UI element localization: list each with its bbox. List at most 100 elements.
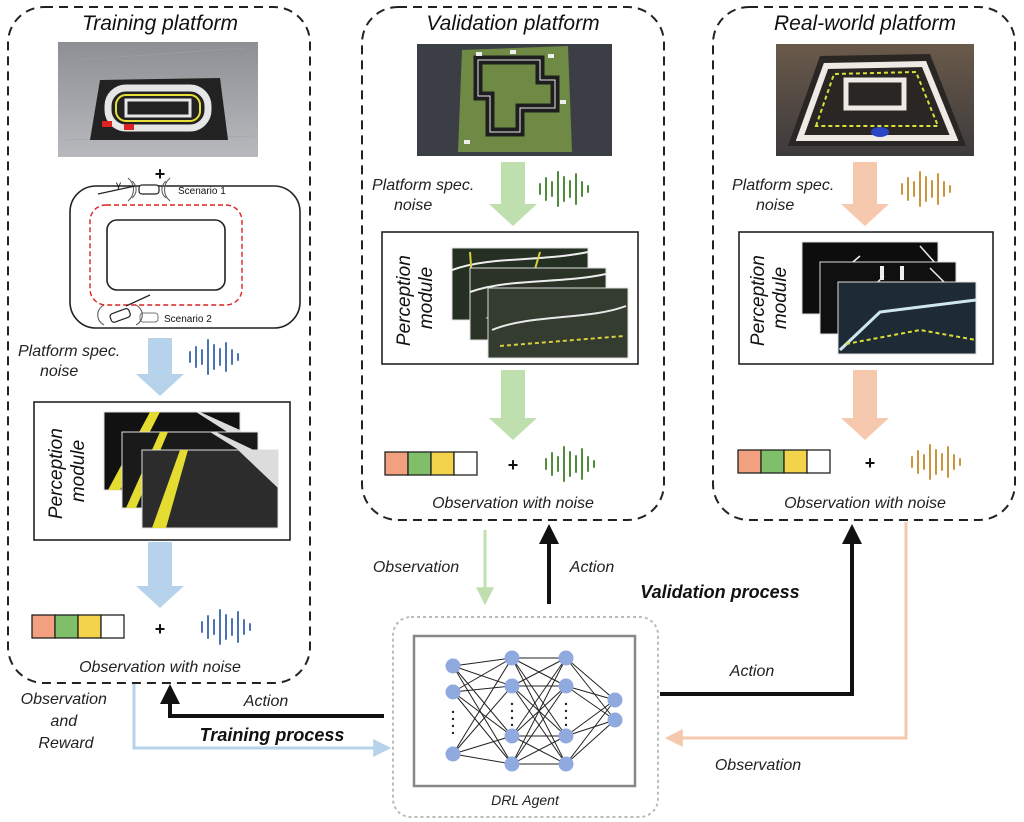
scenario-marker-gamma: γ [116, 180, 121, 191]
nn-node [558, 650, 574, 666]
training-platform: Training platform + γ Scenario 1 [7, 6, 311, 684]
realworld-noise-icon [901, 171, 951, 207]
validation-down-arrow-1 [489, 162, 537, 226]
nn-edge [452, 657, 513, 667]
car-icon-scenario1 [127, 177, 171, 202]
validation-perception-module: Perception module [381, 231, 639, 365]
scenario-diagram: γ Scenario 1 Scenario 2 [69, 177, 301, 329]
training-observation-label: Observation with noise [79, 659, 241, 676]
training-noise-icon [189, 339, 239, 375]
realworld-platform-title: Real-world platform [774, 12, 956, 35]
validation-platform-frame [361, 6, 665, 521]
training-plus: + [155, 164, 166, 184]
validation-perception-label: Perception module [394, 250, 437, 346]
nn-ellipsis-dot [451, 710, 455, 714]
nn-node [504, 650, 520, 666]
realworld-noise-label: Platform spec. noise [732, 177, 839, 214]
realworld-observation-vector [737, 449, 831, 474]
nn-edge [452, 665, 513, 737]
nn-ellipsis-dot [510, 709, 514, 713]
nn-edge [452, 685, 513, 693]
realworld-platform: Real-world platform Platform spec. noise… [712, 6, 1016, 521]
validation-noise-label: Platform spec. noise [372, 177, 479, 214]
training-process-label: Training process [200, 725, 345, 745]
nn-node [558, 728, 574, 744]
validation-action-label: Action [569, 559, 615, 576]
validation-obs-noise-icon [545, 446, 595, 482]
nn-edge [511, 657, 567, 687]
nn-edge [511, 735, 567, 765]
training-down-arrow-2 [136, 542, 184, 608]
nn-ellipsis-dot [510, 716, 514, 720]
scenario2-label: Scenario 2 [164, 314, 212, 325]
training-observation-vector [31, 614, 125, 639]
scenario-outer-track [69, 185, 301, 329]
nn-node [504, 728, 520, 744]
realworld-photo [776, 44, 974, 156]
training-platform-title: Training platform [82, 12, 238, 35]
training-down-arrow-1 [136, 338, 184, 396]
training-perception-module: Perception module [33, 401, 291, 541]
neural-network-nodes [445, 650, 623, 772]
nn-node [504, 756, 520, 772]
training-observation-arrow [132, 684, 392, 757]
training-action-arrow [160, 684, 384, 718]
training-action-label: Action [243, 693, 289, 710]
nn-ellipsis-dot [510, 702, 514, 706]
realworld-obs-plus: + [865, 453, 876, 473]
training-obs-plus: + [155, 619, 166, 639]
nn-edge [452, 665, 513, 687]
nn-ellipsis-dot [564, 702, 568, 706]
realworld-action-label: Action [729, 663, 775, 680]
training-perception-label: Perception module [46, 423, 89, 519]
nn-edge [452, 665, 513, 765]
nn-node [445, 658, 461, 674]
nn-node [558, 756, 574, 772]
nn-ellipsis-dot [451, 717, 455, 721]
validation-observation-label: Observation with noise [432, 495, 594, 512]
validation-observation-vector [384, 451, 478, 476]
nn-ellipsis-dot [451, 724, 455, 728]
drl-agent-outer-frame [392, 616, 659, 818]
validation-noise-icon [539, 171, 589, 207]
nn-edge [511, 657, 567, 765]
drl-agent-label: DRL Agent [491, 792, 560, 808]
training-noise-label: Platform spec. noise [18, 343, 125, 380]
nn-edge [565, 685, 616, 721]
scenario-inner-track [106, 219, 226, 291]
validation-observation-label: Observation [373, 559, 459, 576]
nn-node [504, 678, 520, 694]
nn-edge [565, 699, 616, 765]
realworld-perception-module: Perception module [738, 231, 994, 365]
car-icon-scenario2 [97, 304, 159, 326]
realworld-down-arrow-1 [841, 162, 889, 226]
neural-network-edges [452, 657, 616, 765]
nn-edge [565, 719, 616, 765]
nn-ellipsis-dot [564, 709, 568, 713]
realworld-observation-arrow [664, 522, 908, 747]
scenario1-label: Scenario 1 [178, 186, 226, 197]
nn-edge [511, 657, 567, 737]
validation-down-arrow-2 [489, 370, 537, 440]
nn-edge [452, 735, 513, 755]
training-platform-frame [7, 6, 311, 684]
realworld-observation-label: Observation with noise [784, 495, 946, 512]
nn-edge [452, 691, 513, 765]
nn-edge [565, 657, 616, 701]
nn-edge [511, 685, 567, 765]
training-observation-label-flow: Observation and Reward [21, 691, 112, 752]
validation-obs-plus: + [508, 455, 519, 475]
nn-node [558, 678, 574, 694]
realworld-obs-noise-icon [911, 444, 961, 480]
nn-ellipsis-dot [510, 723, 514, 727]
realworld-platform-frame [712, 6, 1016, 521]
realworld-observation-label: Observation [715, 757, 801, 774]
validation-platform-title: Validation platform [426, 12, 599, 35]
nn-edge [452, 753, 513, 765]
validation-sim-image [417, 44, 612, 156]
nn-node [607, 712, 623, 728]
nn-node [445, 746, 461, 762]
nn-edge [565, 699, 616, 737]
realworld-action-arrow [660, 524, 862, 696]
